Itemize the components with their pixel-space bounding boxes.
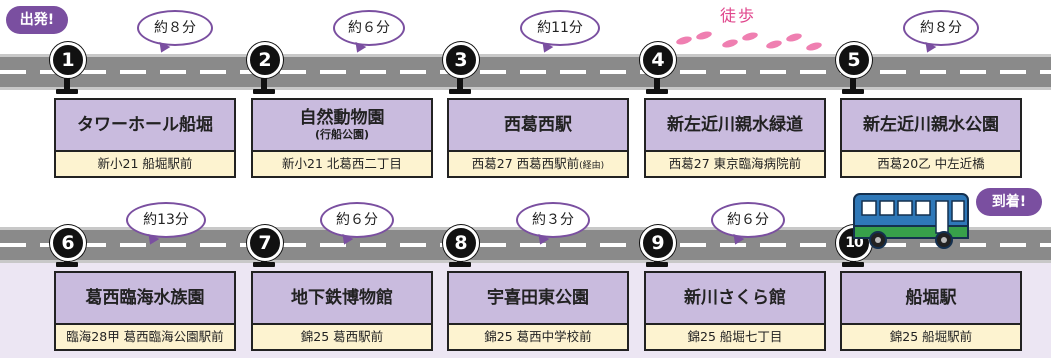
stop-name: 新左近川親水公園 [863,114,999,135]
stop-card-8: 宇喜田東公園 錦25 葛西中学校前 [447,271,629,351]
bus-icon [853,193,969,249]
stop-card-4: 新左近川親水緑道 西葛27 東京臨海病院前 [644,98,826,178]
bus-stop-info: 錦25 船堀駅前 [840,325,1022,351]
marker-post [253,72,275,94]
stop-card-6: 葛西臨海水族園 臨海28甲 葛西臨海公園駅前 [54,271,236,351]
stop-card-10: 船堀駅 錦25 船堀駅前 [840,271,1022,351]
stop-marker-1: 1 [50,42,86,78]
stop-marker-4: 4 [640,42,676,78]
travel-time-bubble: 約６分 [333,10,405,46]
stop-name: 西葛西駅 [504,114,572,135]
stop-card-7: 地下鉄博物館 錦25 葛西駅前 [251,271,433,351]
travel-time-bubble: 約11分 [520,10,600,46]
stop-card-9: 新川さくら館 錦25 船堀七丁目 [644,271,826,351]
stop-card-5: 新左近川親水公園 西葛20乙 中左近橋 [840,98,1022,178]
stop-name: 自然動物園 [299,107,385,128]
bus-stop-info: 錦25 葛西駅前 [251,325,433,351]
bus-stop-info: 錦25 葛西中学校前 [447,325,629,351]
travel-time-bubble: 約６分 [711,202,785,238]
stop-subname: (行船公園) [314,128,370,142]
bus-stop-note: (経由) [579,161,605,171]
marker-post [842,72,864,94]
travel-time-bubble: 約13分 [126,202,206,238]
stop-card-3: 西葛西駅 西葛27 西葛西駅前(経由) [447,98,629,178]
stop-marker-9: 9 [640,225,676,261]
travel-time-bubble: 約８分 [903,10,979,46]
bus-stop-info: 西葛27 東京臨海病院前 [644,152,826,178]
marker-post [646,72,668,94]
marker-post [449,72,471,94]
end-tag: 到着! [976,188,1042,216]
stop-marker-7: 7 [247,225,283,261]
bus-stop-info: 臨海28甲 葛西臨海公園駅前 [54,325,236,351]
travel-time-bubble: 約６分 [320,202,394,238]
bus-stop-info: 新小21 北葛西二丁目 [251,152,433,178]
stop-marker-5: 5 [836,42,872,78]
stop-card-1: タワーホール船堀 新小21 船堀駅前 [54,98,236,178]
bus-stop-info: 西葛20乙 中左近橋 [840,152,1022,178]
stop-name: 船堀駅 [905,287,957,308]
stop-name: 新川さくら館 [684,287,786,308]
stop-name: 新左近川親水緑道 [667,114,803,135]
marker-post [56,72,78,94]
stop-name: 葛西臨海水族園 [85,287,205,308]
start-tag: 出発! [6,6,68,34]
stop-marker-3: 3 [443,42,479,78]
bus-stop-info: 錦25 船堀七丁目 [644,325,826,351]
travel-time-bubble: 約８分 [137,10,213,46]
stop-name: 宇喜田東公園 [487,287,589,308]
travel-time-bubble: 約３分 [516,202,590,238]
stop-card-2: 自然動物園 (行船公園) 新小21 北葛西二丁目 [251,98,433,178]
bus-stop-info: 西葛27 西葛西駅前 [471,156,580,171]
stop-name: タワーホール船堀 [77,114,213,135]
stop-name: 地下鉄博物館 [291,287,393,308]
walk-label: 徒歩 [720,6,757,25]
road-row-1 [0,54,1051,90]
stop-marker-2: 2 [247,42,283,78]
stop-marker-6: 6 [50,225,86,261]
stop-marker-8: 8 [443,225,479,261]
bus-stop-info: 新小21 船堀駅前 [54,152,236,178]
